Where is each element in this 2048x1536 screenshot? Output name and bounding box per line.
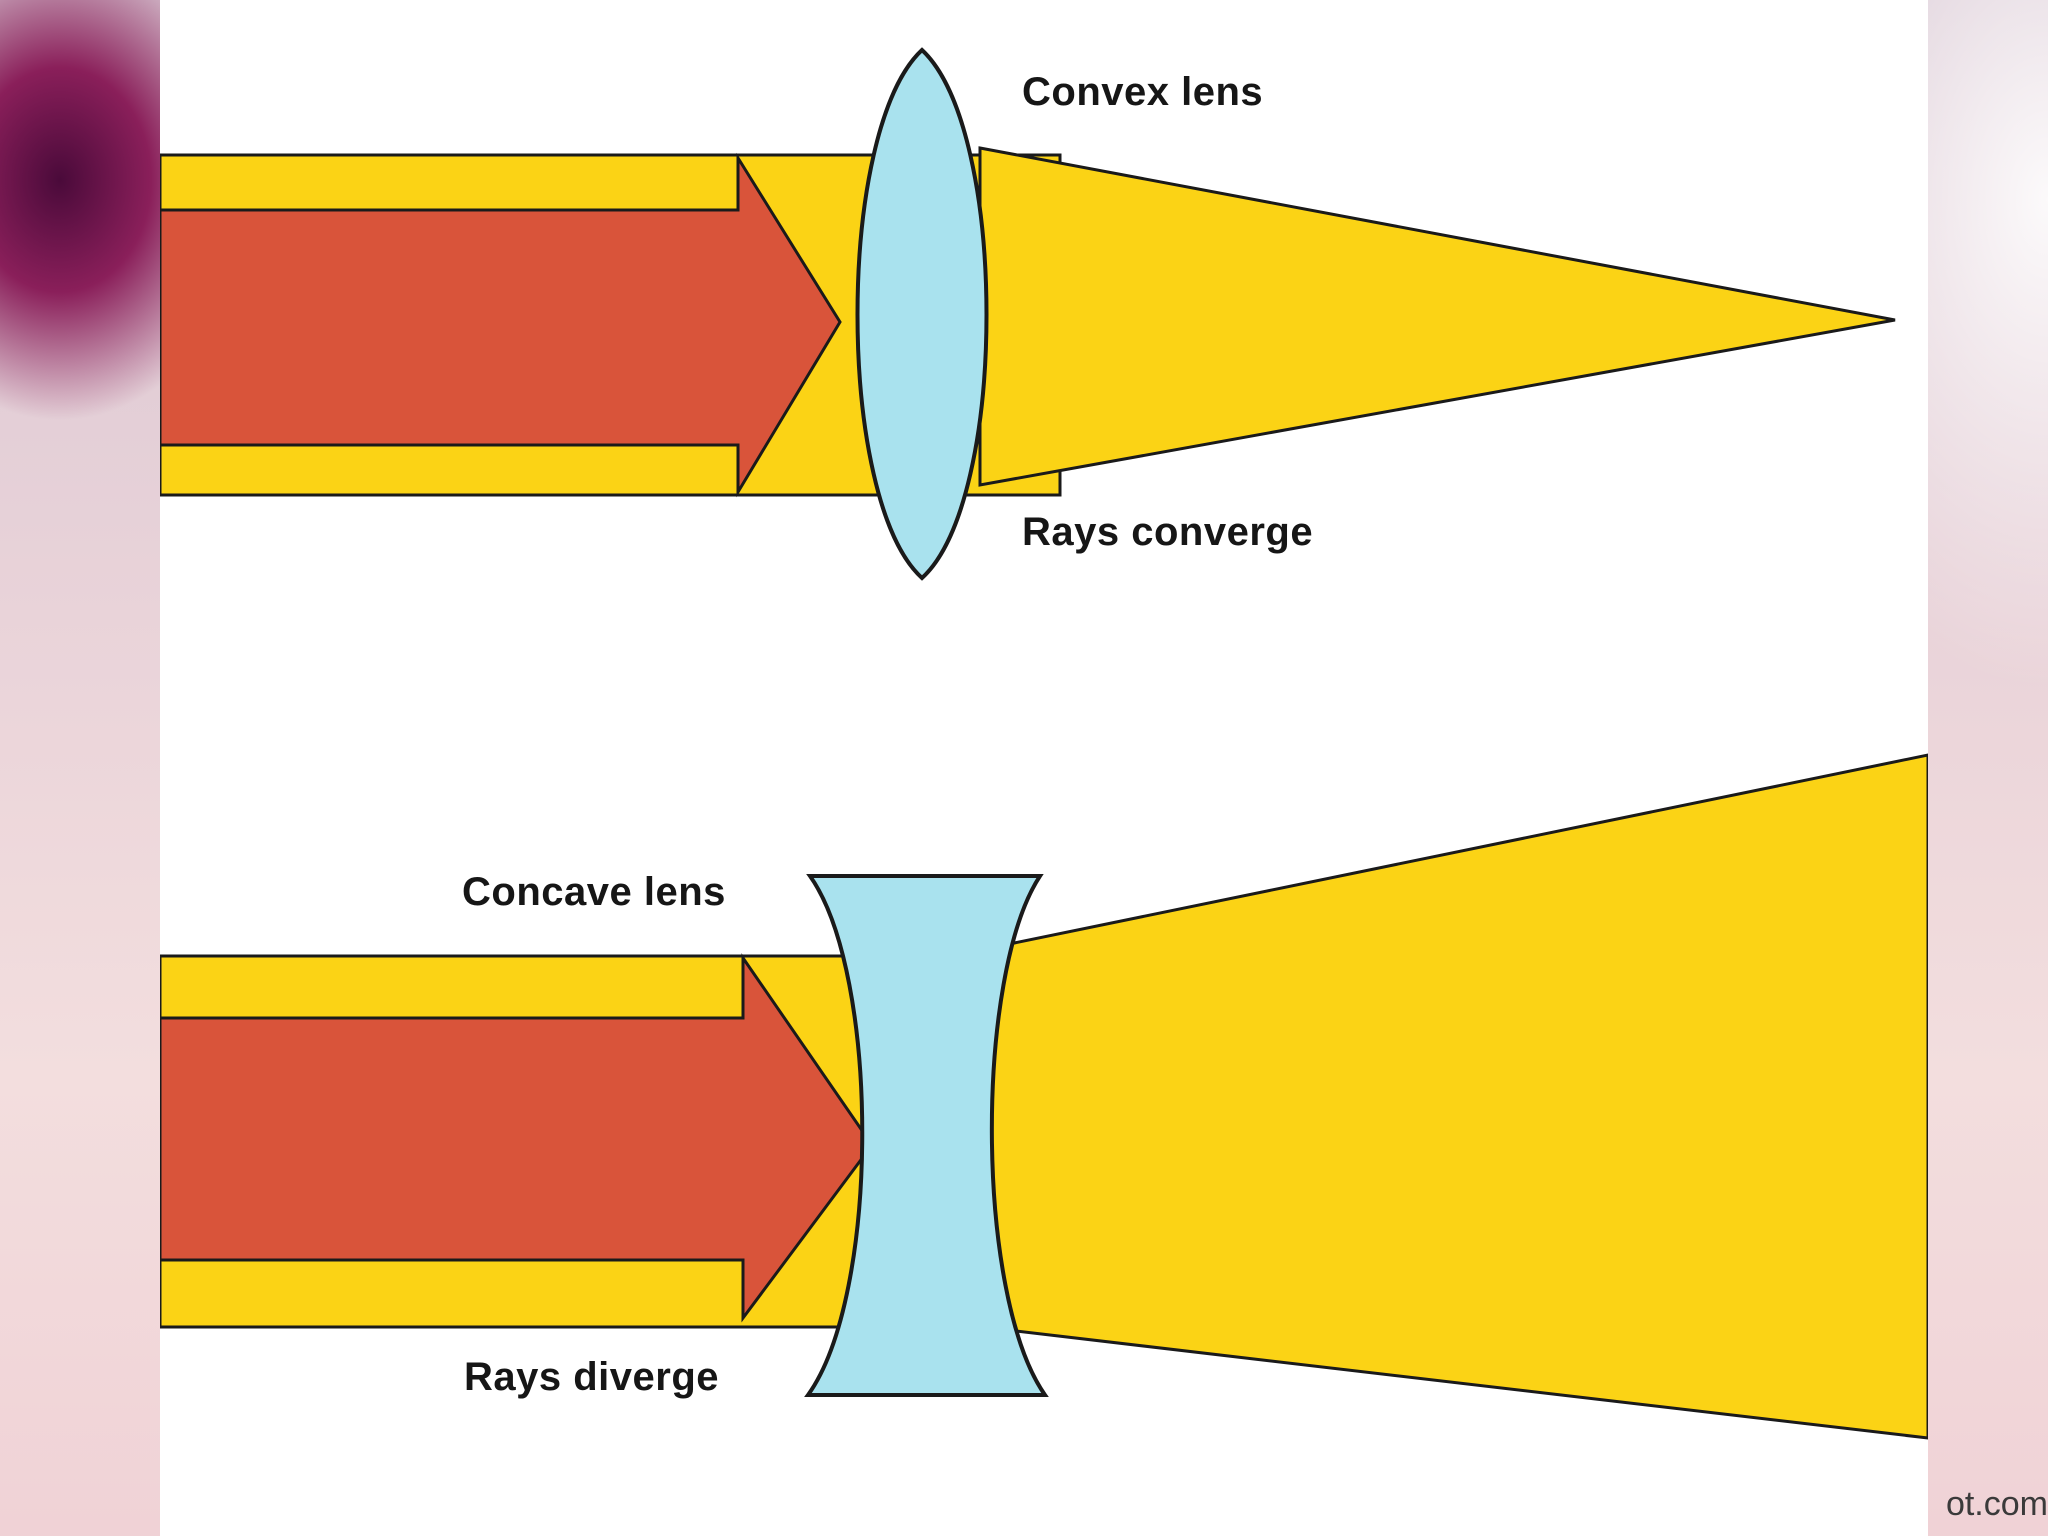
rays-converge-label: Rays converge <box>1022 510 1314 554</box>
convex-lens-group <box>160 47 1896 581</box>
concave-lens <box>804 874 1049 1397</box>
convex-lens <box>855 47 989 581</box>
lens-diagram-panel: Convex lens Rays converge Concave lens R… <box>160 0 1928 1536</box>
convex-lens-label: Convex lens <box>1022 70 1264 114</box>
arrow-bottom <box>160 953 874 1323</box>
concave-lens-group <box>160 753 1928 1440</box>
arrow-top <box>160 152 842 498</box>
diverging-beam <box>988 753 1928 1440</box>
rays-diverge-label: Rays diverge <box>464 1355 720 1399</box>
converging-beam <box>978 146 1896 487</box>
concave-lens-label: Concave lens <box>462 870 726 914</box>
watermark-text: ot.com <box>1945 1485 2048 1523</box>
lens-diagram <box>160 47 1928 1440</box>
